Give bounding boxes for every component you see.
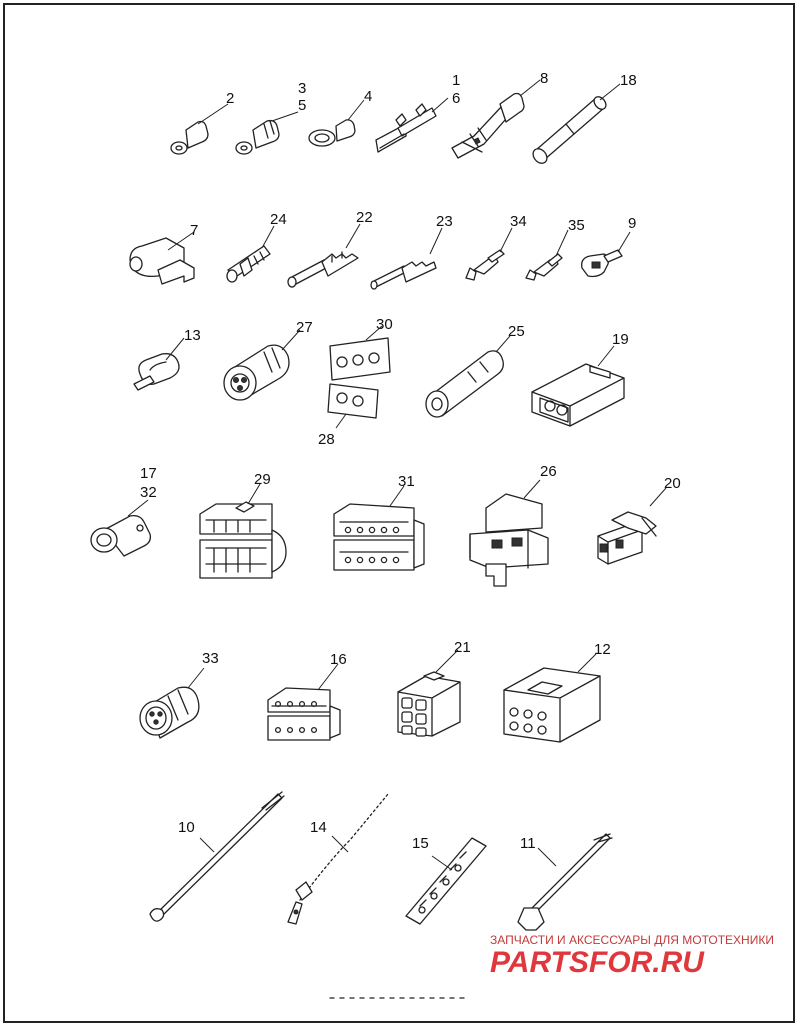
callout-12: 12 bbox=[594, 641, 611, 658]
part-34-socket-terminal bbox=[465, 227, 513, 281]
part-15-perforated-strip bbox=[405, 837, 487, 925]
callout-13: 13 bbox=[184, 327, 201, 344]
callout-27: 27 bbox=[296, 319, 313, 336]
watermark-tagline: ЗАПЧАСТИ И АКСЕССУАРЫ ДЛЯ МОТОТЕХНИКИ bbox=[490, 933, 774, 947]
callout-18: 18 bbox=[620, 72, 637, 89]
part-4-ring-terminal bbox=[308, 99, 365, 147]
part-10-cable-tie bbox=[149, 791, 285, 922]
callout-19: 19 bbox=[612, 331, 629, 348]
part-20-two-pin-connector bbox=[597, 487, 667, 565]
callout-9: 9 bbox=[628, 215, 636, 232]
watermark-logo: PARTSFOR.RU bbox=[490, 946, 705, 979]
part-9-spring-socket bbox=[581, 231, 631, 278]
part-7-bracket-clip bbox=[129, 231, 195, 285]
callout-23: 23 bbox=[436, 213, 453, 230]
callout-31: 31 bbox=[398, 473, 415, 490]
part-26-connector-block bbox=[469, 479, 549, 587]
callout-21: 21 bbox=[454, 639, 471, 656]
callout-15: 15 bbox=[412, 835, 429, 852]
part-2-ring-terminal bbox=[170, 103, 229, 155]
part-11-push-mount-tie bbox=[517, 833, 613, 931]
part-1-spade-terminal bbox=[375, 97, 449, 153]
part-14-bead-strap bbox=[287, 793, 389, 925]
part-22-crimp-terminal bbox=[287, 223, 361, 288]
part-8-insulated-connector bbox=[451, 79, 541, 159]
part-24-pin-terminal bbox=[226, 225, 275, 283]
callout-28: 28 bbox=[318, 431, 335, 448]
part-3-ring-terminal bbox=[235, 111, 299, 155]
part-21-six-way-housing bbox=[397, 649, 461, 737]
callout-34: 34 bbox=[510, 213, 527, 230]
part-25-cylinder-housing bbox=[425, 335, 511, 418]
callout-6: 6 bbox=[452, 90, 460, 107]
callout-7: 7 bbox=[190, 222, 198, 239]
callout-33: 33 bbox=[202, 650, 219, 667]
part-33-grommet bbox=[139, 667, 205, 739]
part-29-multipin-connector bbox=[199, 483, 287, 579]
callout-3: 3 bbox=[298, 80, 306, 97]
callout-17: 17 bbox=[140, 465, 157, 482]
callout-32: 32 bbox=[140, 484, 157, 501]
callout-35: 35 bbox=[568, 217, 585, 234]
part-23-crimp-terminal bbox=[370, 227, 443, 290]
callout-5: 5 bbox=[298, 97, 306, 114]
callout-22: 22 bbox=[356, 209, 373, 226]
part-13-clamp bbox=[133, 337, 185, 391]
callout-29: 29 bbox=[254, 471, 271, 488]
part-17-elbow-boot bbox=[90, 499, 152, 557]
callout-4: 4 bbox=[364, 88, 372, 105]
part-30-terminal-plate bbox=[329, 325, 391, 381]
callout-8: 8 bbox=[540, 70, 548, 87]
callout-10: 10 bbox=[178, 819, 195, 836]
callout-11: 11 bbox=[520, 835, 536, 852]
callout-25: 25 bbox=[508, 323, 525, 340]
part-12-six-way-block bbox=[503, 653, 601, 743]
part-28-terminal-plate bbox=[327, 383, 379, 429]
callout-26: 26 bbox=[540, 463, 557, 480]
part-27-round-connector bbox=[223, 329, 301, 401]
callout-1: 1 bbox=[452, 72, 460, 89]
callout-20: 20 bbox=[664, 475, 681, 492]
part-16-six-pin-connector bbox=[267, 663, 341, 741]
drawing-frame bbox=[3, 3, 795, 1023]
callout-14: 14 bbox=[310, 819, 327, 836]
part-19-connector-housing bbox=[531, 345, 625, 427]
callout-30: 30 bbox=[376, 316, 393, 333]
callout-24: 24 bbox=[270, 211, 287, 228]
part-31-multipin-connector bbox=[333, 485, 425, 571]
part-18-butt-splice bbox=[532, 83, 621, 164]
callout-2: 2 bbox=[226, 90, 234, 107]
part-35-socket-terminal bbox=[525, 229, 569, 281]
callout-16: 16 bbox=[330, 651, 347, 668]
